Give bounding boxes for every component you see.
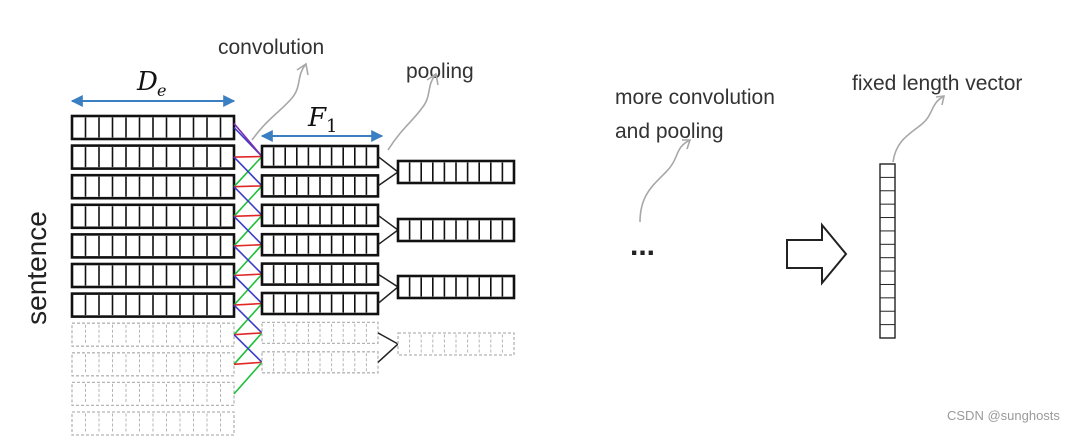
vector-pointer [892,95,945,163]
conv-connection-line [233,214,263,218]
conv-connection-line [233,302,263,306]
conv-connection-line [233,186,263,216]
vector-pointer-head [935,95,946,106]
conv-connection-line [233,361,263,395]
conv-connection-line [233,273,263,277]
sentence-row [70,114,236,141]
more-label-line1: more convolution [615,86,775,109]
pooling-pointer [387,73,437,151]
conv-connection-line [233,243,263,247]
conv-connection-line [233,122,263,158]
hollow-arrow-icon [786,222,848,286]
pool-connection [377,273,400,305]
convolution-matrix [260,144,380,374]
de-dimension: D e [70,67,236,107]
pool-connection [377,332,400,363]
convolution-label: convolution [218,36,324,59]
sentence-row [70,203,236,230]
more-pointer [639,139,691,223]
conv-connection-line [233,245,263,275]
pooling-pointer-head [426,72,439,86]
pool-connection [377,155,400,187]
sentence-label: sentence [21,211,52,325]
conv-connection-line [233,304,263,334]
sentence-row [71,411,235,436]
pooling-connections [377,155,400,363]
pool-row [396,217,516,243]
sentence-row [71,352,235,377]
pool-row [396,274,516,300]
watermark: CSDN @sunghosts [947,408,1060,423]
more-pointer-head [682,139,692,150]
de-subscript: e [157,81,166,100]
pooling-matrix [396,159,516,356]
conv-connection-line [233,215,263,246]
pool-connection [377,214,400,246]
pool-row [396,159,516,185]
sentence-row [70,144,236,170]
pooling-label: pooling [406,60,474,83]
conv-row [261,351,379,374]
conv-connection-line [233,361,263,366]
sentence-matrix [70,114,236,436]
conv-row [260,291,380,316]
conv-row [260,174,380,198]
convolution-connections [233,122,263,395]
vector-border [879,163,896,339]
conv-connection-line [233,274,263,305]
conv-row [260,262,380,286]
fixed-vector-label: fixed length vector [852,72,1022,95]
squiggle-pointers [251,62,946,223]
convolution-pointer [251,63,307,141]
f1-dimension: F 1 [260,103,384,142]
pool-row [397,332,515,356]
f1-label: F [307,103,327,133]
sentence-row [70,233,236,259]
ellipsis: ... [630,229,655,262]
more-label-line2: and pooling [615,120,724,143]
conv-connection-line [233,185,263,188]
conv-row [260,144,380,169]
conv-row [260,232,380,257]
conv-row [261,321,379,345]
sentence-row [70,173,236,200]
conv-connection-line [233,155,263,158]
conv-connection-line [233,332,263,336]
de-label: D [136,67,158,97]
sentence-row [70,292,236,318]
f1-subscript: 1 [326,116,337,137]
sentence-row [70,262,236,289]
conv-row [260,203,380,228]
pool-row-border [397,332,515,356]
fixed-length-vector [879,163,896,339]
convolution-pointer-head [296,62,309,76]
sentence-row [71,322,235,347]
sentence-row [71,381,235,407]
conv-connection-line [233,334,263,363]
conv-connection-line [233,156,263,187]
